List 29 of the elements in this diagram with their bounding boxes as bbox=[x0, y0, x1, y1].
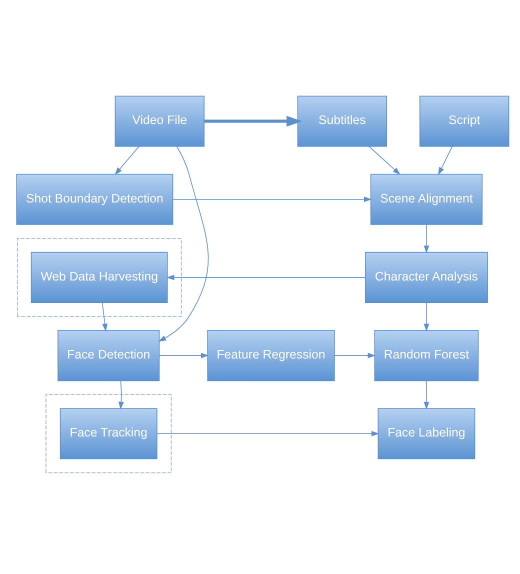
node-box: Web Data Harvesting bbox=[30, 251, 168, 302]
arrow bbox=[368, 146, 400, 174]
node-box: Subtitles bbox=[297, 95, 388, 146]
arrow bbox=[118, 380, 124, 410]
arrow bbox=[172, 196, 372, 202]
arrow bbox=[158, 352, 209, 358]
arrow bbox=[424, 224, 430, 253]
node-box: Feature Regression bbox=[207, 330, 335, 381]
cluster bbox=[46, 394, 172, 473]
node-box: Face Detection bbox=[58, 330, 160, 381]
node-box: Character Analysis bbox=[364, 251, 488, 302]
arrow bbox=[424, 302, 430, 331]
cluster bbox=[16, 238, 182, 316]
node-box: Video File bbox=[114, 95, 205, 146]
arrow bbox=[158, 145, 209, 342]
arrow bbox=[102, 302, 108, 331]
node-box: Face Tracking bbox=[60, 408, 158, 459]
arrow bbox=[424, 380, 430, 410]
arrow bbox=[334, 352, 376, 358]
node-box: Shot Boundary Detection bbox=[16, 173, 174, 224]
arrow bbox=[114, 146, 140, 174]
node-box: Scene Alignment bbox=[370, 173, 483, 224]
node-box: Script bbox=[420, 95, 510, 146]
arrow bbox=[156, 430, 380, 436]
arrow bbox=[438, 146, 453, 175]
arrow bbox=[204, 115, 302, 126]
node-box: Random Forest bbox=[374, 330, 479, 381]
node-box: Face Labeling bbox=[378, 408, 476, 459]
arrow bbox=[166, 274, 366, 280]
